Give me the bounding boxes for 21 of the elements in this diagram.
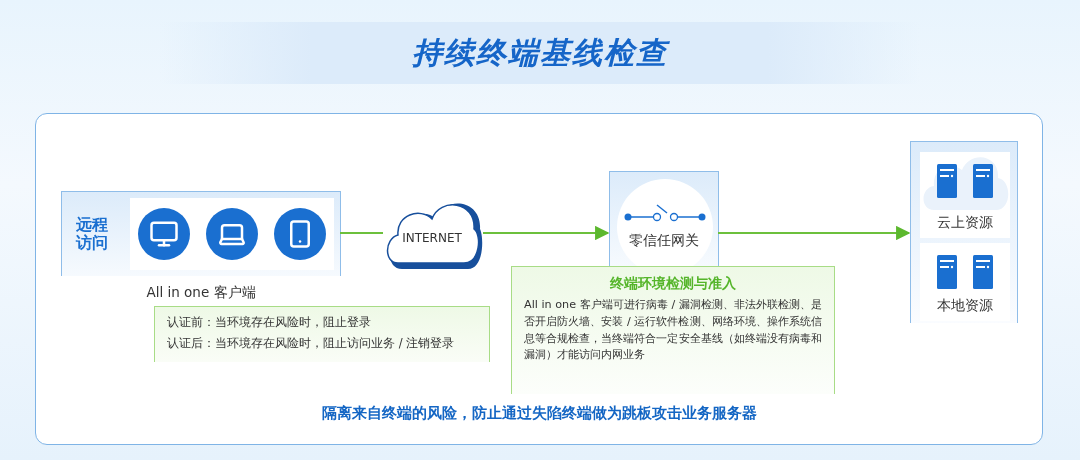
- diagram-title: 持续终端基线检查: [412, 33, 668, 72]
- connector-arrow: [482, 225, 610, 241]
- box-body: All in one 客户端可进行病毒 / 漏洞检测、非法外联检测、是否开启防火墙、安装 / 运行软件检测、网络环境、操作系统信息等合规检查，当终端符合一定安全基线（如终端没有病毒和漏洞）才能访问内网业务: [524, 297, 822, 364]
- resource-panel: [910, 141, 1018, 323]
- note-text: 认证后：当环境存在风险时，阻止访问业务 / 注销登录: [167, 336, 456, 351]
- resource-label: 本地资源: [936, 297, 994, 315]
- cloud-label: INTERNET: [401, 231, 463, 245]
- connector-arrow: [717, 225, 911, 241]
- gateway-box: [609, 171, 719, 266]
- note-text: 认证前：当环境存在风险时，阻止登录: [167, 315, 372, 330]
- detection-box: [511, 266, 835, 394]
- box-label: 零信任网关: [628, 232, 700, 250]
- resource-label: 云上资源: [936, 214, 994, 232]
- resource-box: [920, 152, 1010, 238]
- main-panel: [35, 113, 1043, 445]
- box-heading: 终端环境检测与准入: [609, 275, 737, 293]
- box-heading: 远程访问: [76, 216, 109, 253]
- note-box: [154, 306, 490, 362]
- panel-caption: 隔离来自终端的风险，防止通过失陷终端做为跳板攻击业务服务器: [320, 404, 758, 423]
- resource-box: [920, 243, 1010, 321]
- client-caption: All in one 客户端: [145, 284, 257, 302]
